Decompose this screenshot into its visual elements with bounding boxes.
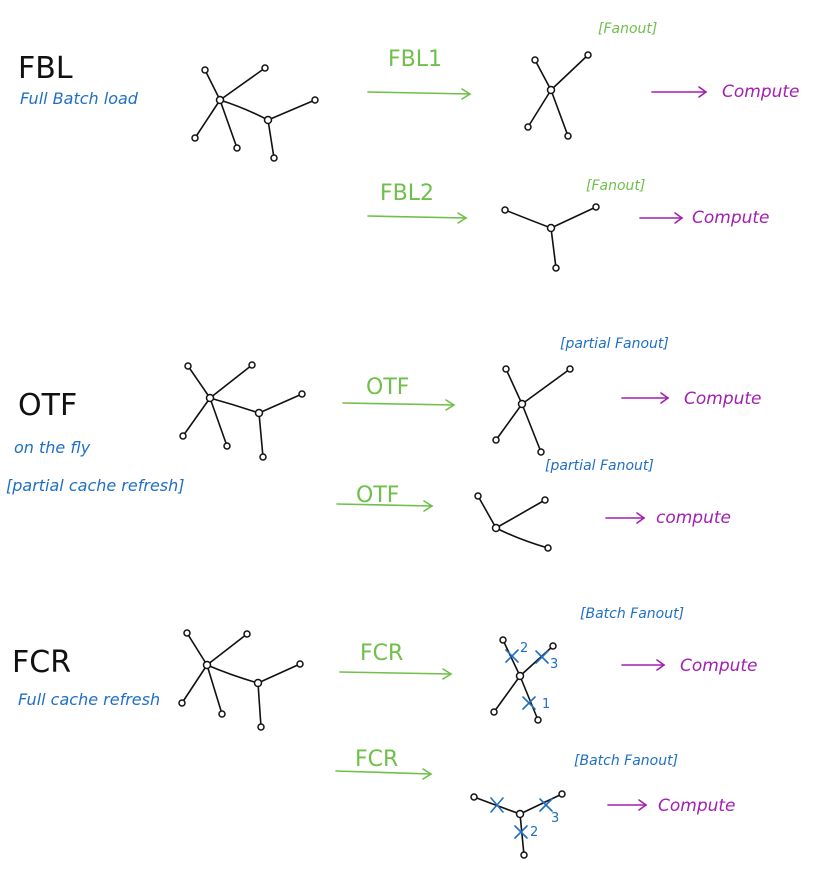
- compute-label-otf1: Compute: [684, 389, 762, 409]
- section-subtitle-otf-2: [partial cache refresh]: [6, 476, 185, 495]
- order-mark: 2: [520, 641, 528, 656]
- arrow-right-icon: [651, 86, 708, 98]
- cross-mark-icon: [490, 797, 504, 813]
- compute-label-fcr1: Compute: [680, 656, 758, 676]
- cross-mark-icon: [514, 825, 528, 839]
- arrow-label-fcr2: FCR: [355, 747, 398, 772]
- cross-mark-icon: [535, 650, 549, 664]
- arrow-right-icon: [605, 512, 646, 524]
- arrow-right-icon: [621, 392, 670, 404]
- cross-mark-icon: [522, 696, 536, 710]
- full-graph-fcr: [178, 629, 304, 731]
- compute-label-fcr2: Compute: [658, 796, 736, 816]
- order-mark: 3: [550, 657, 558, 672]
- order-mark: 3: [551, 811, 559, 826]
- arrow-right-icon: [342, 399, 456, 411]
- section-fcr: FCR Full cache refresh FCR: [12, 606, 758, 859]
- tag-fcr1: [Batch Fanout]: [580, 606, 684, 622]
- full-graph-otf: [179, 361, 306, 461]
- arrow-right-icon: [367, 212, 468, 224]
- arrow-label-fbl1: FBL1: [388, 47, 442, 72]
- section-subtitle-otf-1: on the fly: [14, 438, 91, 457]
- arrow-label-otf1: OTF: [366, 375, 409, 400]
- row-fbl2: FBL2 [Fanout] Compute: [367, 178, 770, 272]
- tag-fcr2: [Batch Fanout]: [574, 753, 678, 769]
- subgraph-otf2: [474, 492, 552, 552]
- tag-otf1: [partial Fanout]: [560, 336, 669, 352]
- arrow-label-fcr1: FCR: [360, 641, 403, 666]
- compute-label-fbl1: Compute: [722, 82, 800, 102]
- subgraph-fcr1: [490, 636, 557, 724]
- tag-otf2: [partial Fanout]: [545, 458, 654, 474]
- section-subtitle-fbl: Full Batch load: [20, 89, 139, 108]
- subgraph-fbl1: [524, 51, 592, 140]
- arrow-right-icon: [335, 768, 433, 780]
- arrow-right-icon: [336, 500, 434, 512]
- cross-mark-icon: [539, 798, 553, 812]
- arrow-right-icon: [607, 799, 648, 811]
- section-otf: OTF on the fly [partial cache refresh] O…: [6, 336, 762, 552]
- compute-label-otf2: compute: [656, 508, 731, 528]
- subgraph-otf1: [492, 365, 574, 456]
- arrow-label-fbl2: FBL2: [380, 181, 434, 206]
- tag-fbl1: [Fanout]: [598, 21, 657, 37]
- row-otf1: OTF [partial Fanout] Compute: [342, 336, 762, 456]
- order-mark: 2: [530, 825, 538, 840]
- tag-fbl2: [Fanout]: [586, 178, 645, 194]
- section-subtitle-fcr: Full cache refresh: [18, 690, 160, 709]
- row-fcr1: FCR [Batch Fanout] 2: [339, 606, 758, 724]
- row-fbl1: FBL1 [Fanout] Compute: [367, 21, 800, 140]
- cross-mark-icon: [505, 649, 519, 663]
- section-title-otf: OTF: [18, 388, 77, 423]
- arrow-right-icon: [339, 668, 453, 680]
- row-fcr2: FCR [Batch Fanout]: [335, 747, 736, 859]
- order-mark: 1: [542, 697, 550, 712]
- arrow-right-icon: [367, 88, 472, 100]
- row-otf2: OTF [partial Fanout] compute: [336, 458, 731, 552]
- section-fbl: FBL Full Batch load FBL1: [18, 21, 800, 272]
- full-graph-fbl: [191, 64, 319, 162]
- subgraph-fbl2: [501, 203, 600, 272]
- section-title-fcr: FCR: [12, 645, 71, 680]
- section-title-fbl: FBL: [18, 51, 73, 86]
- arrow-right-icon: [621, 659, 666, 671]
- arrow-right-icon: [639, 212, 684, 224]
- compute-label-fbl2: Compute: [692, 208, 770, 228]
